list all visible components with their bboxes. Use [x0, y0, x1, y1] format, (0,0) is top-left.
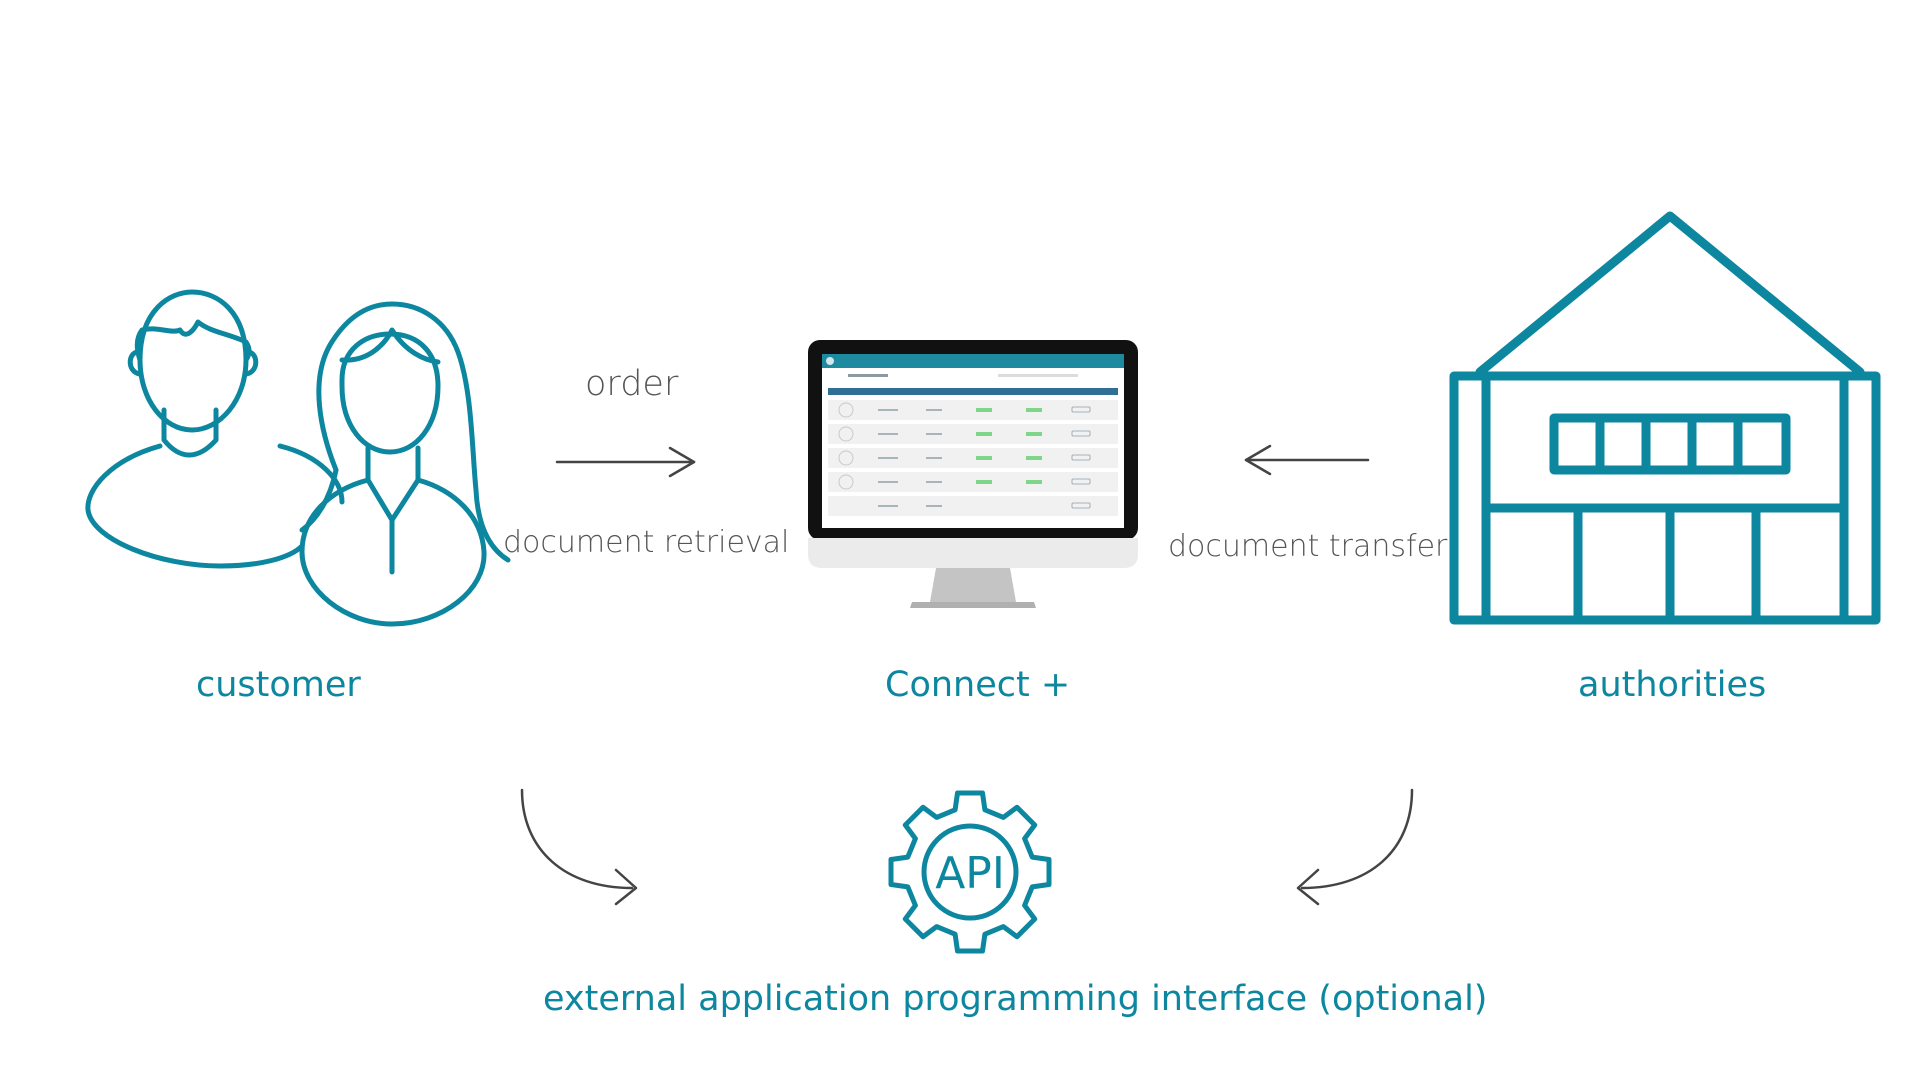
arrow-authorities-to-api — [1296, 788, 1414, 906]
arrow-document-transfer — [1244, 444, 1370, 476]
document-transfer-label: document transfer — [1168, 529, 1448, 564]
authorities-label: authorities — [1578, 665, 1767, 705]
monitor-icon — [808, 340, 1138, 608]
arrow-customer-to-api — [520, 788, 638, 906]
arrow-order — [555, 446, 696, 478]
building-icon — [1449, 211, 1881, 625]
people-icon — [85, 289, 511, 627]
order-label: order — [585, 364, 679, 404]
document-retrieval-label: document retrieval — [503, 525, 790, 560]
api-gear-icon: API — [888, 790, 1052, 954]
api-label: external application programming interfa… — [543, 979, 1488, 1019]
customer-label: customer — [196, 665, 361, 705]
connect-label: Connect + — [885, 665, 1071, 705]
api-badge: API — [935, 848, 1005, 899]
